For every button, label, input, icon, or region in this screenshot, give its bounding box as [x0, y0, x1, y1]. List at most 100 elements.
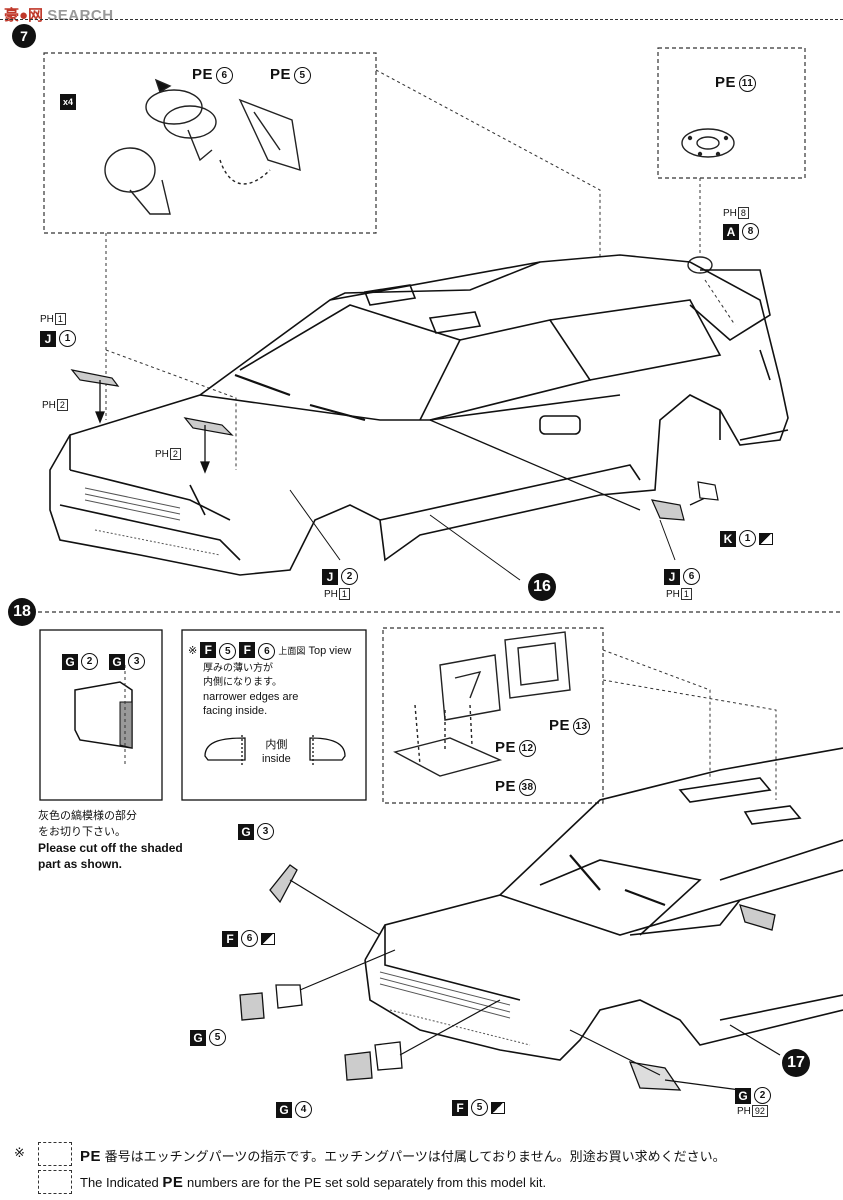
decal-icon — [261, 932, 275, 945]
fuel-cap-sketch — [681, 128, 735, 274]
g2-number: 2 — [81, 653, 98, 670]
pe38-number: 38 — [519, 778, 537, 796]
step-17-number-text: 7 — [20, 28, 28, 44]
detail-box-fuel-cap — [657, 47, 806, 179]
footer-line-2: The Indicated PE numbers are for the PE … — [80, 1174, 840, 1191]
footer-pe-2: PE — [162, 1174, 184, 1191]
note-mark: ※ — [188, 645, 198, 657]
g4-letter: G — [276, 1102, 292, 1118]
cut-en2: part as shown. — [38, 857, 123, 871]
ph1-prefix: PH — [40, 314, 54, 325]
footer-swatch-2 — [38, 1170, 72, 1194]
g2b-letter: G — [735, 1088, 751, 1104]
a8-letter: A — [723, 224, 739, 240]
ph1b-prefix: PH — [324, 589, 338, 600]
car-body-18 — [364, 747, 843, 1061]
j2-letter: J — [322, 569, 338, 585]
pe11-prefix: PE — [715, 74, 737, 91]
j2-number: 2 — [341, 568, 358, 585]
top-view-en: Top view — [308, 645, 352, 657]
step-18-number-text: 18 — [13, 603, 31, 620]
g5-number: 5 — [209, 1029, 226, 1046]
footer-swatch-1 — [38, 1142, 72, 1166]
cut-jp2: をお切り下さい。 — [38, 826, 126, 838]
g3b-letter: G — [238, 824, 254, 840]
quantity-x4-badge: x4 — [60, 90, 76, 110]
pe12-number: 12 — [519, 739, 537, 757]
next-step-16-badge: 16 — [528, 573, 556, 601]
j1-letter: J — [40, 331, 56, 347]
k1-letter: K — [720, 531, 736, 547]
footer-line1-jp: 番号はエッチングパーツの指示です。エッチングパーツは付属しておりません。別途お買… — [104, 1149, 726, 1164]
lens-sketch — [74, 665, 133, 765]
label-leaders-17 — [289, 489, 676, 581]
pe6-prefix: PE — [192, 66, 214, 83]
arrows-17 — [95, 380, 706, 511]
a8-number: 8 — [742, 223, 759, 240]
top-view-jp: 上面図 — [278, 646, 306, 656]
car-grille-17 — [84, 487, 221, 556]
f5b-letter: F — [452, 1100, 468, 1116]
step-17-number: 7 — [12, 24, 36, 48]
ph1b-number: 1 — [338, 588, 350, 600]
f6-number: 6 — [258, 642, 276, 660]
pe6-number: 6 — [216, 66, 234, 84]
box-lens-cut — [39, 629, 163, 801]
pe5-prefix: PE — [270, 66, 292, 83]
g3b-number: 3 — [257, 823, 274, 840]
inside-jp: 内側 — [265, 739, 288, 751]
ph2b-prefix: PH — [155, 449, 169, 460]
j6-letter: J — [664, 569, 680, 585]
f6b-number: 6 — [241, 930, 258, 947]
ph8-number: 8 — [737, 207, 749, 219]
x4-text: x4 — [60, 94, 76, 110]
edge-note: 厚みの薄い方が 内側になります。 narrower edges are faci… — [203, 662, 298, 718]
f6-letter: F — [239, 642, 256, 658]
next-step-16-text: 16 — [533, 578, 551, 595]
part-arrows-18 — [289, 879, 781, 1091]
ph1-number: 1 — [54, 313, 66, 325]
ph2b-number: 2 — [169, 448, 181, 460]
detail-box-seat-hardware — [43, 52, 377, 234]
decal-icon — [759, 532, 773, 545]
parts-18 — [239, 864, 776, 1091]
inside-en: inside — [262, 753, 291, 765]
footer-line2-post: numbers are for the PE set sold separate… — [187, 1175, 547, 1190]
pe13-prefix: PE — [549, 717, 571, 734]
f6b-letter: F — [222, 931, 238, 947]
pe38-prefix: PE — [495, 778, 517, 795]
next-step-17-badge: 17 — [782, 1049, 810, 1077]
seat-belt-parts-sketch — [104, 78, 301, 215]
wipers-17 — [234, 373, 366, 422]
pe-plates-sketch — [393, 631, 571, 777]
edge-note-en1: narrower edges are — [203, 691, 299, 703]
leader-lines-step17 — [105, 69, 736, 470]
footer-mark: ※ — [14, 1145, 25, 1161]
footer-line-1: PE 番号はエッチングパーツの指示です。エッチングパーツは付属しておりません。別… — [80, 1146, 840, 1165]
box-pe-plates — [382, 627, 604, 804]
edge-note-en2: facing inside. — [203, 705, 268, 717]
g3-letter: G — [109, 654, 126, 670]
ph2a-prefix: PH — [42, 400, 56, 411]
